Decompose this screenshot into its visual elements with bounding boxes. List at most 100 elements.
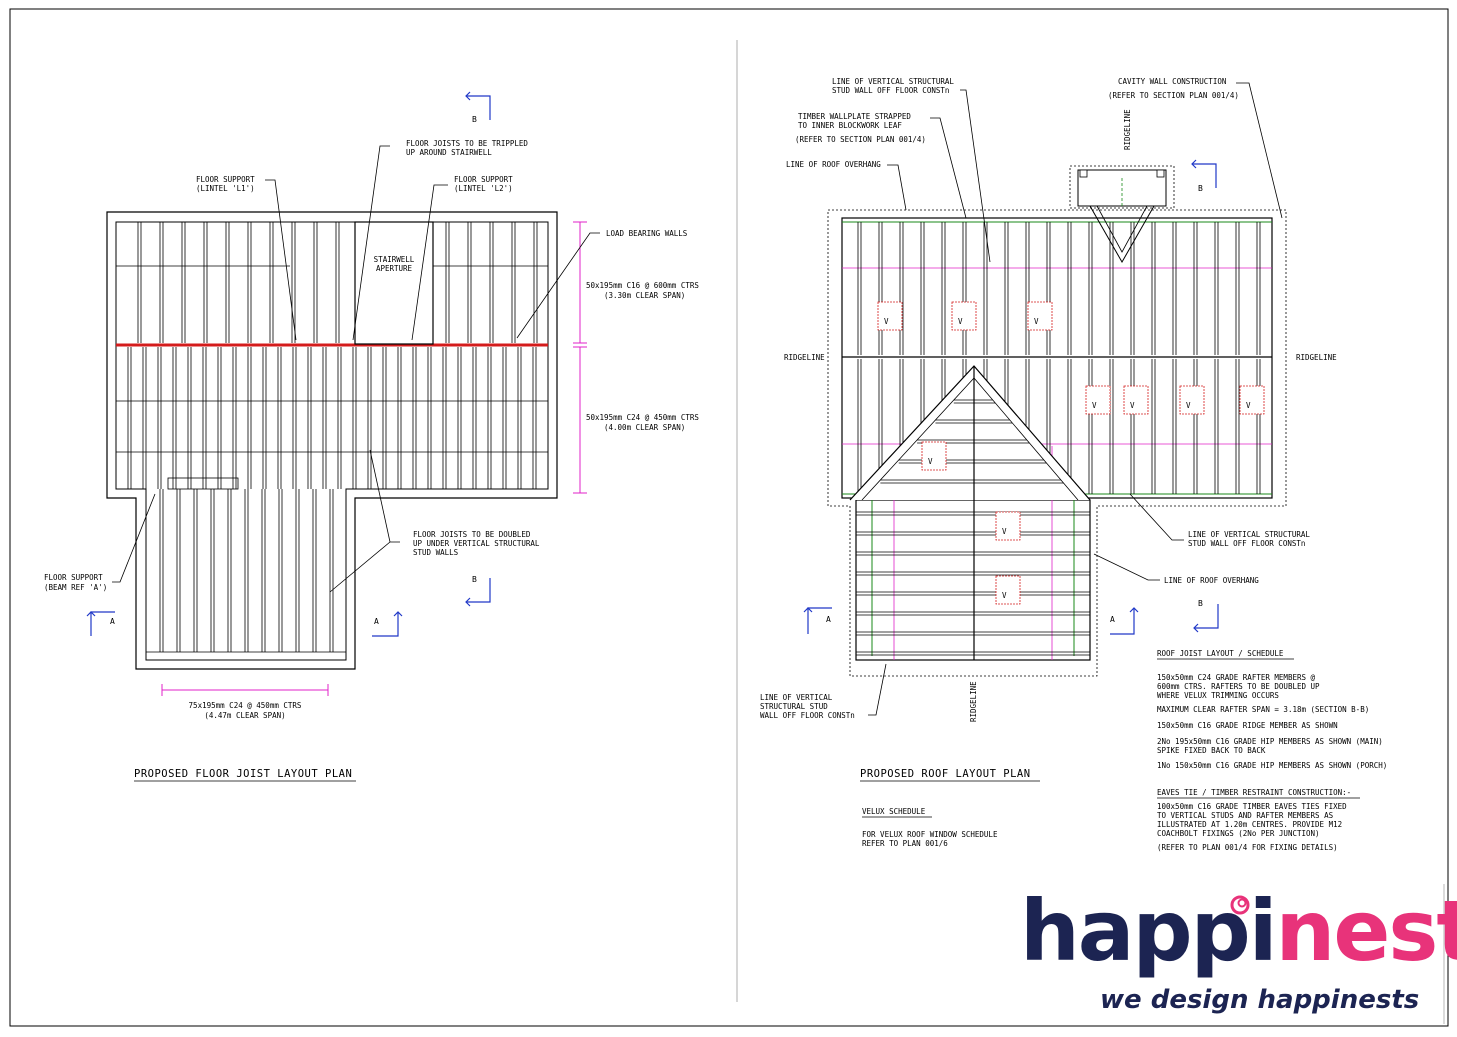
- note-text: 50x195mm C16 @ 600mm CTRS: [586, 281, 699, 290]
- section-marker-b-bottom: B: [465, 575, 491, 607]
- note-text: FLOOR SUPPORT: [196, 175, 255, 184]
- schedule-text: COACHBOLT FIXINGS (2No PER JUNCTION): [1157, 829, 1320, 838]
- leader-line: [112, 493, 156, 583]
- lower-floor-joists: [127, 347, 537, 489]
- section-marker-a-left: A: [86, 611, 115, 636]
- note-text: FLOOR JOISTS TO BE DOUBLED: [413, 530, 531, 539]
- leader-line: [516, 232, 600, 339]
- note-text: CAVITY WALL CONSTRUCTION: [1118, 77, 1226, 86]
- schedule-text: 600mm CTRS. RAFTERS TO BE DOUBLED UP: [1157, 682, 1320, 691]
- leader-line: [265, 179, 297, 341]
- leader-line: [887, 164, 907, 211]
- note-text: STRUCTURAL STUD: [760, 702, 828, 711]
- porch-post: [1156, 169, 1165, 178]
- section-marker-b-bottom: B: [1193, 599, 1219, 633]
- note-text: (REFER TO SECTION PLAN 001/4): [795, 135, 926, 144]
- sheet-border: [9, 8, 1449, 1027]
- section-marker-a-right: A: [372, 611, 403, 637]
- logo-swirl-icon: [1237, 898, 1247, 908]
- wing-rafters: [856, 511, 1090, 656]
- velux-label: V: [958, 317, 963, 326]
- ridgeline-label: RIDGELINE: [784, 353, 825, 362]
- logo-wordmark: happinest: [1020, 882, 1457, 980]
- floor-outer-wall: [106, 211, 558, 670]
- porch-hip: [1089, 205, 1155, 264]
- floor-plan-title: PROPOSED FLOOR JOIST LAYOUT PLAN: [134, 768, 352, 780]
- schedule-heading: EAVES TIE / TIMBER RESTRAINT CONSTRUCTIO…: [1157, 788, 1351, 797]
- note-text: (REFER TO SECTION PLAN 001/4): [1108, 91, 1239, 100]
- roof-plan-title: PROPOSED ROOF LAYOUT PLAN: [860, 768, 1031, 780]
- schedule-text: 100x50mm C16 GRADE TIMBER EAVES TIES FIX…: [1157, 802, 1347, 811]
- velux-window: [921, 441, 947, 471]
- note-text: WALL OFF FLOOR CONSTn: [760, 711, 855, 720]
- note-text: LINE OF VERTICAL: [760, 693, 833, 702]
- ridgeline-label: RIDGELINE: [1123, 109, 1132, 150]
- velux-label: V: [884, 317, 889, 326]
- note-text: (3.30m CLEAR SPAN): [604, 291, 685, 300]
- note-text: FLOOR SUPPORT: [44, 573, 103, 582]
- schedule-text: 150x50mm C24 GRADE RAFTER MEMBERS @: [1157, 673, 1316, 682]
- note-text: FLOOR SUPPORT: [454, 175, 513, 184]
- svg-text:B: B: [1198, 184, 1203, 193]
- stairwell-label: APERTURE: [376, 264, 413, 273]
- leader-line: [369, 449, 391, 543]
- velux-schedule-text: REFER TO PLAN 001/6: [862, 839, 948, 848]
- velux-window: [995, 575, 1021, 605]
- velux-label: V: [1002, 591, 1007, 600]
- schedule-text: ILLUSTRATED AT 1.20m CENTRES. PROVIDE M1…: [1157, 820, 1342, 829]
- beam-a: [167, 477, 239, 490]
- velux-schedule-text: FOR VELUX ROOF WINDOW SCHEDULE: [862, 830, 998, 839]
- note-text: (LINTEL 'L2'): [454, 184, 513, 193]
- section-marker-b-top: B: [1191, 159, 1217, 193]
- velux-window: [1123, 385, 1149, 415]
- velux-label: V: [1186, 401, 1191, 410]
- section-marker-a-right: A: [1110, 607, 1139, 635]
- section-marker-b-top: B: [465, 91, 491, 124]
- schedule-text: (REFER TO PLAN 001/4 FOR FIXING DETAILS): [1157, 843, 1338, 852]
- velux-window: [877, 301, 903, 331]
- porch-hip-inner: [1096, 205, 1148, 253]
- note-text: (4.47m CLEAR SPAN): [204, 711, 285, 720]
- leader-line: [868, 663, 887, 716]
- schedule-text: 2No 195x50mm C16 GRADE HIP MEMBERS AS SH…: [1157, 737, 1383, 746]
- upper-floor-joists: [137, 222, 538, 343]
- schedule-text: 150x50mm C16 GRADE RIDGE MEMBER AS SHOWN: [1157, 721, 1338, 730]
- velux-label: V: [928, 457, 933, 466]
- note-text: 75x195mm C24 @ 450mm CTRS: [189, 701, 302, 710]
- note-text: LINE OF ROOF OVERHANG: [1164, 576, 1259, 585]
- roof-overhang-outline: [827, 209, 1287, 677]
- section-marker-a-left: A: [803, 607, 832, 634]
- ridgeline-label: RIDGELINE: [969, 681, 978, 722]
- velux-window: [951, 301, 977, 331]
- velux-window: [1239, 385, 1265, 415]
- schedule-text: MAXIMUM CLEAR RAFTER SPAN = 3.18m (SECTI…: [1157, 705, 1369, 714]
- velux-label: V: [1034, 317, 1039, 326]
- note-text: STUD WALL OFF FLOOR CONSTn: [832, 86, 949, 95]
- leader-line: [329, 541, 400, 593]
- schedule-text: 1No 150x50mm C16 GRADE HIP MEMBERS AS SH…: [1157, 761, 1387, 770]
- note-text: STUD WALL OFF FLOOR CONSTn: [1188, 539, 1305, 548]
- velux-label: V: [1130, 401, 1135, 410]
- logo-tagline: we design happinests: [1100, 985, 1419, 1015]
- title-block: [1014, 884, 1444, 1024]
- leader-line: [1129, 493, 1184, 541]
- stairwell-label: STAIRWELL: [374, 255, 415, 264]
- velux-schedule-heading: VELUX SCHEDULE: [862, 807, 926, 816]
- velux-window: [1179, 385, 1205, 415]
- happinest-logo: happinest we design happinests: [1020, 882, 1457, 1015]
- note-text: 50x195mm C24 @ 450mm CTRS: [586, 413, 699, 422]
- note-text: STUD WALLS: [413, 548, 459, 557]
- svg-text:A: A: [1110, 615, 1115, 624]
- note-text: LINE OF VERTICAL STRUCTURAL: [1188, 530, 1310, 539]
- note-text: (4.00m CLEAR SPAN): [604, 423, 685, 432]
- svg-text:B: B: [472, 575, 477, 584]
- note-text: (BEAM REF 'A'): [44, 583, 107, 592]
- leader-line: [1236, 82, 1283, 219]
- svg-text:A: A: [374, 617, 379, 626]
- schedule-heading: ROOF JOIST LAYOUT / SCHEDULE: [1157, 649, 1284, 658]
- note-text: LINE OF ROOF OVERHANG: [786, 160, 881, 169]
- velux-window: [995, 511, 1021, 541]
- leader-line: [352, 145, 390, 341]
